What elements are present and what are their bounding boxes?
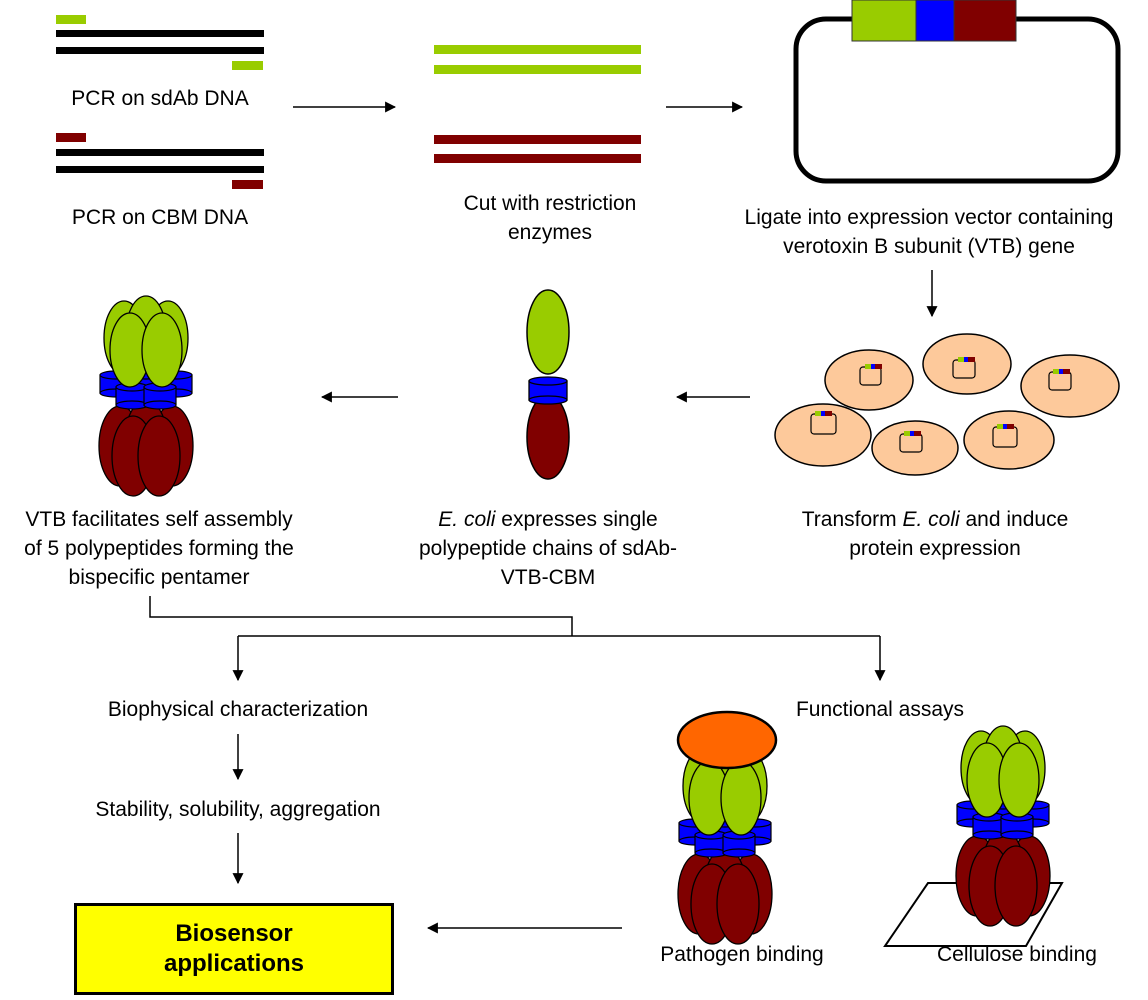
cbm-fragment-2 bbox=[434, 154, 641, 163]
plasmid-sdab-insert bbox=[851, 0, 917, 42]
expression-vector-plasmid bbox=[793, 0, 1121, 184]
label-assembly-line-3: bispecific pentamer bbox=[68, 566, 250, 589]
sdab-dna-strand-1 bbox=[56, 30, 264, 37]
label-express: E. coli expresses single polypeptide cha… bbox=[388, 505, 708, 592]
vtb-cylinder-base bbox=[1000, 830, 1034, 840]
label-biophysical: Biophysical characterization bbox=[107, 698, 369, 721]
label-pcr-sdab: PCR on sdAb DNA bbox=[71, 87, 249, 110]
label-pathogen-binding: Pathogen binding bbox=[660, 943, 824, 966]
label-ligate-line-1: Ligate into expression vector containing bbox=[744, 206, 1114, 229]
cbm-primer-reverse bbox=[232, 180, 263, 189]
label-transform-pre: Transform bbox=[801, 508, 903, 531]
vtb-cylinder-base bbox=[694, 848, 728, 858]
label-transform: Transform E. coli and induce protein exp… bbox=[735, 505, 1135, 563]
label-ligate: Ligate into expression vector containing… bbox=[710, 203, 1148, 261]
sdab-domain bbox=[998, 742, 1040, 818]
chain-cbm-domain bbox=[526, 394, 570, 480]
plasmid-outline bbox=[793, 16, 1121, 184]
arrows bbox=[149, 101, 938, 934]
label-express-line-2: polypeptide chains of sdAb- bbox=[419, 537, 677, 560]
cbm-dna-strand-1 bbox=[56, 149, 264, 156]
bispecific-pentamer bbox=[98, 295, 194, 497]
sdab-primer-reverse bbox=[232, 61, 263, 70]
sdab-dna-strand-2 bbox=[56, 47, 264, 54]
label-transform-line-2: protein expression bbox=[849, 537, 1021, 560]
vtb-cylinder-base bbox=[143, 400, 177, 410]
label-functional: Functional assays bbox=[795, 698, 965, 721]
label-pcr-cbm: PCR on CBM DNA bbox=[71, 206, 249, 229]
pathogen-binding-graphic bbox=[676, 710, 778, 945]
cellulose-bound-pentamer bbox=[955, 725, 1051, 927]
label-express-line-3: VTB-CBM bbox=[500, 566, 596, 589]
sdab-fragment-2 bbox=[434, 65, 641, 74]
ecoli-cell bbox=[824, 349, 914, 411]
chain-vtb-domain bbox=[528, 376, 568, 405]
single-polypeptide-chain bbox=[526, 289, 570, 480]
sdab-domain bbox=[141, 312, 183, 388]
label-stability: Stability, solubility, aggregation bbox=[95, 798, 381, 821]
label-transform-line-1: Transform E. coli and induce bbox=[735, 505, 1135, 534]
cut-fragments-graphic bbox=[434, 45, 641, 163]
label-transform-post: and induce bbox=[959, 508, 1069, 531]
label-assembly-line-1: VTB facilitates self assembly bbox=[25, 508, 293, 531]
ecoli-cell bbox=[1020, 354, 1120, 418]
biosensor-line-1: Biosensor bbox=[175, 920, 293, 947]
biosensor-line-2: applications bbox=[163, 950, 305, 977]
plasmid-cbm-insert bbox=[953, 0, 1017, 42]
ecoli-cells-graphic bbox=[774, 333, 1120, 476]
ecoli-cell bbox=[963, 410, 1055, 470]
label-cellulose-binding: Cellulose binding bbox=[937, 943, 1097, 966]
ecoli-cell bbox=[774, 403, 872, 467]
cbm-domain bbox=[137, 415, 181, 497]
cbm-primer-forward bbox=[56, 133, 86, 142]
label-ligate-line-2: verotoxin B subunit (VTB) gene bbox=[783, 235, 1075, 258]
sdab-fragment-1 bbox=[434, 45, 641, 54]
label-express-species: E. coli bbox=[438, 508, 496, 531]
pcr-sdab-dna-graphic bbox=[56, 15, 264, 70]
cbm-domain bbox=[994, 845, 1038, 927]
cbm-domain bbox=[716, 863, 760, 945]
label-express-post: expresses single bbox=[495, 508, 658, 531]
pcr-cbm-dna-graphic bbox=[56, 133, 264, 189]
label-transform-species: E. coli bbox=[902, 508, 960, 531]
biosensor-applications-box: Biosensor applications bbox=[74, 903, 394, 995]
pathogen bbox=[676, 710, 778, 770]
label-cut-line-1: Cut with restriction bbox=[463, 192, 637, 215]
label-assembly: VTB facilitates self assembly of 5 polyp… bbox=[0, 505, 318, 592]
ecoli-cell bbox=[922, 333, 1012, 395]
label-express-line-1: E. coli expresses single bbox=[388, 505, 708, 534]
connector-assembly bbox=[149, 596, 573, 636]
chain-sdab-domain bbox=[526, 289, 570, 375]
sdab-primer-forward bbox=[56, 15, 86, 24]
ecoli-cell bbox=[871, 420, 959, 476]
plasmid-vtb-insert bbox=[915, 0, 955, 42]
label-cut-line-2: enzymes bbox=[507, 221, 593, 244]
vtb-cylinder-base bbox=[722, 848, 756, 858]
label-cut: Cut with restriction enzymes bbox=[400, 189, 700, 247]
sdab-domain bbox=[720, 760, 762, 836]
cbm-dna-strand-2 bbox=[56, 166, 264, 173]
pathogen-bound-pentamer bbox=[677, 743, 773, 945]
vtb-cylinder-base bbox=[115, 400, 149, 410]
label-assembly-line-2: of 5 polypeptides forming the bbox=[24, 537, 294, 560]
cbm-fragment-1 bbox=[434, 135, 641, 144]
vtb-cylinder-base bbox=[972, 830, 1006, 840]
cellulose-binding-graphic bbox=[883, 725, 1064, 947]
